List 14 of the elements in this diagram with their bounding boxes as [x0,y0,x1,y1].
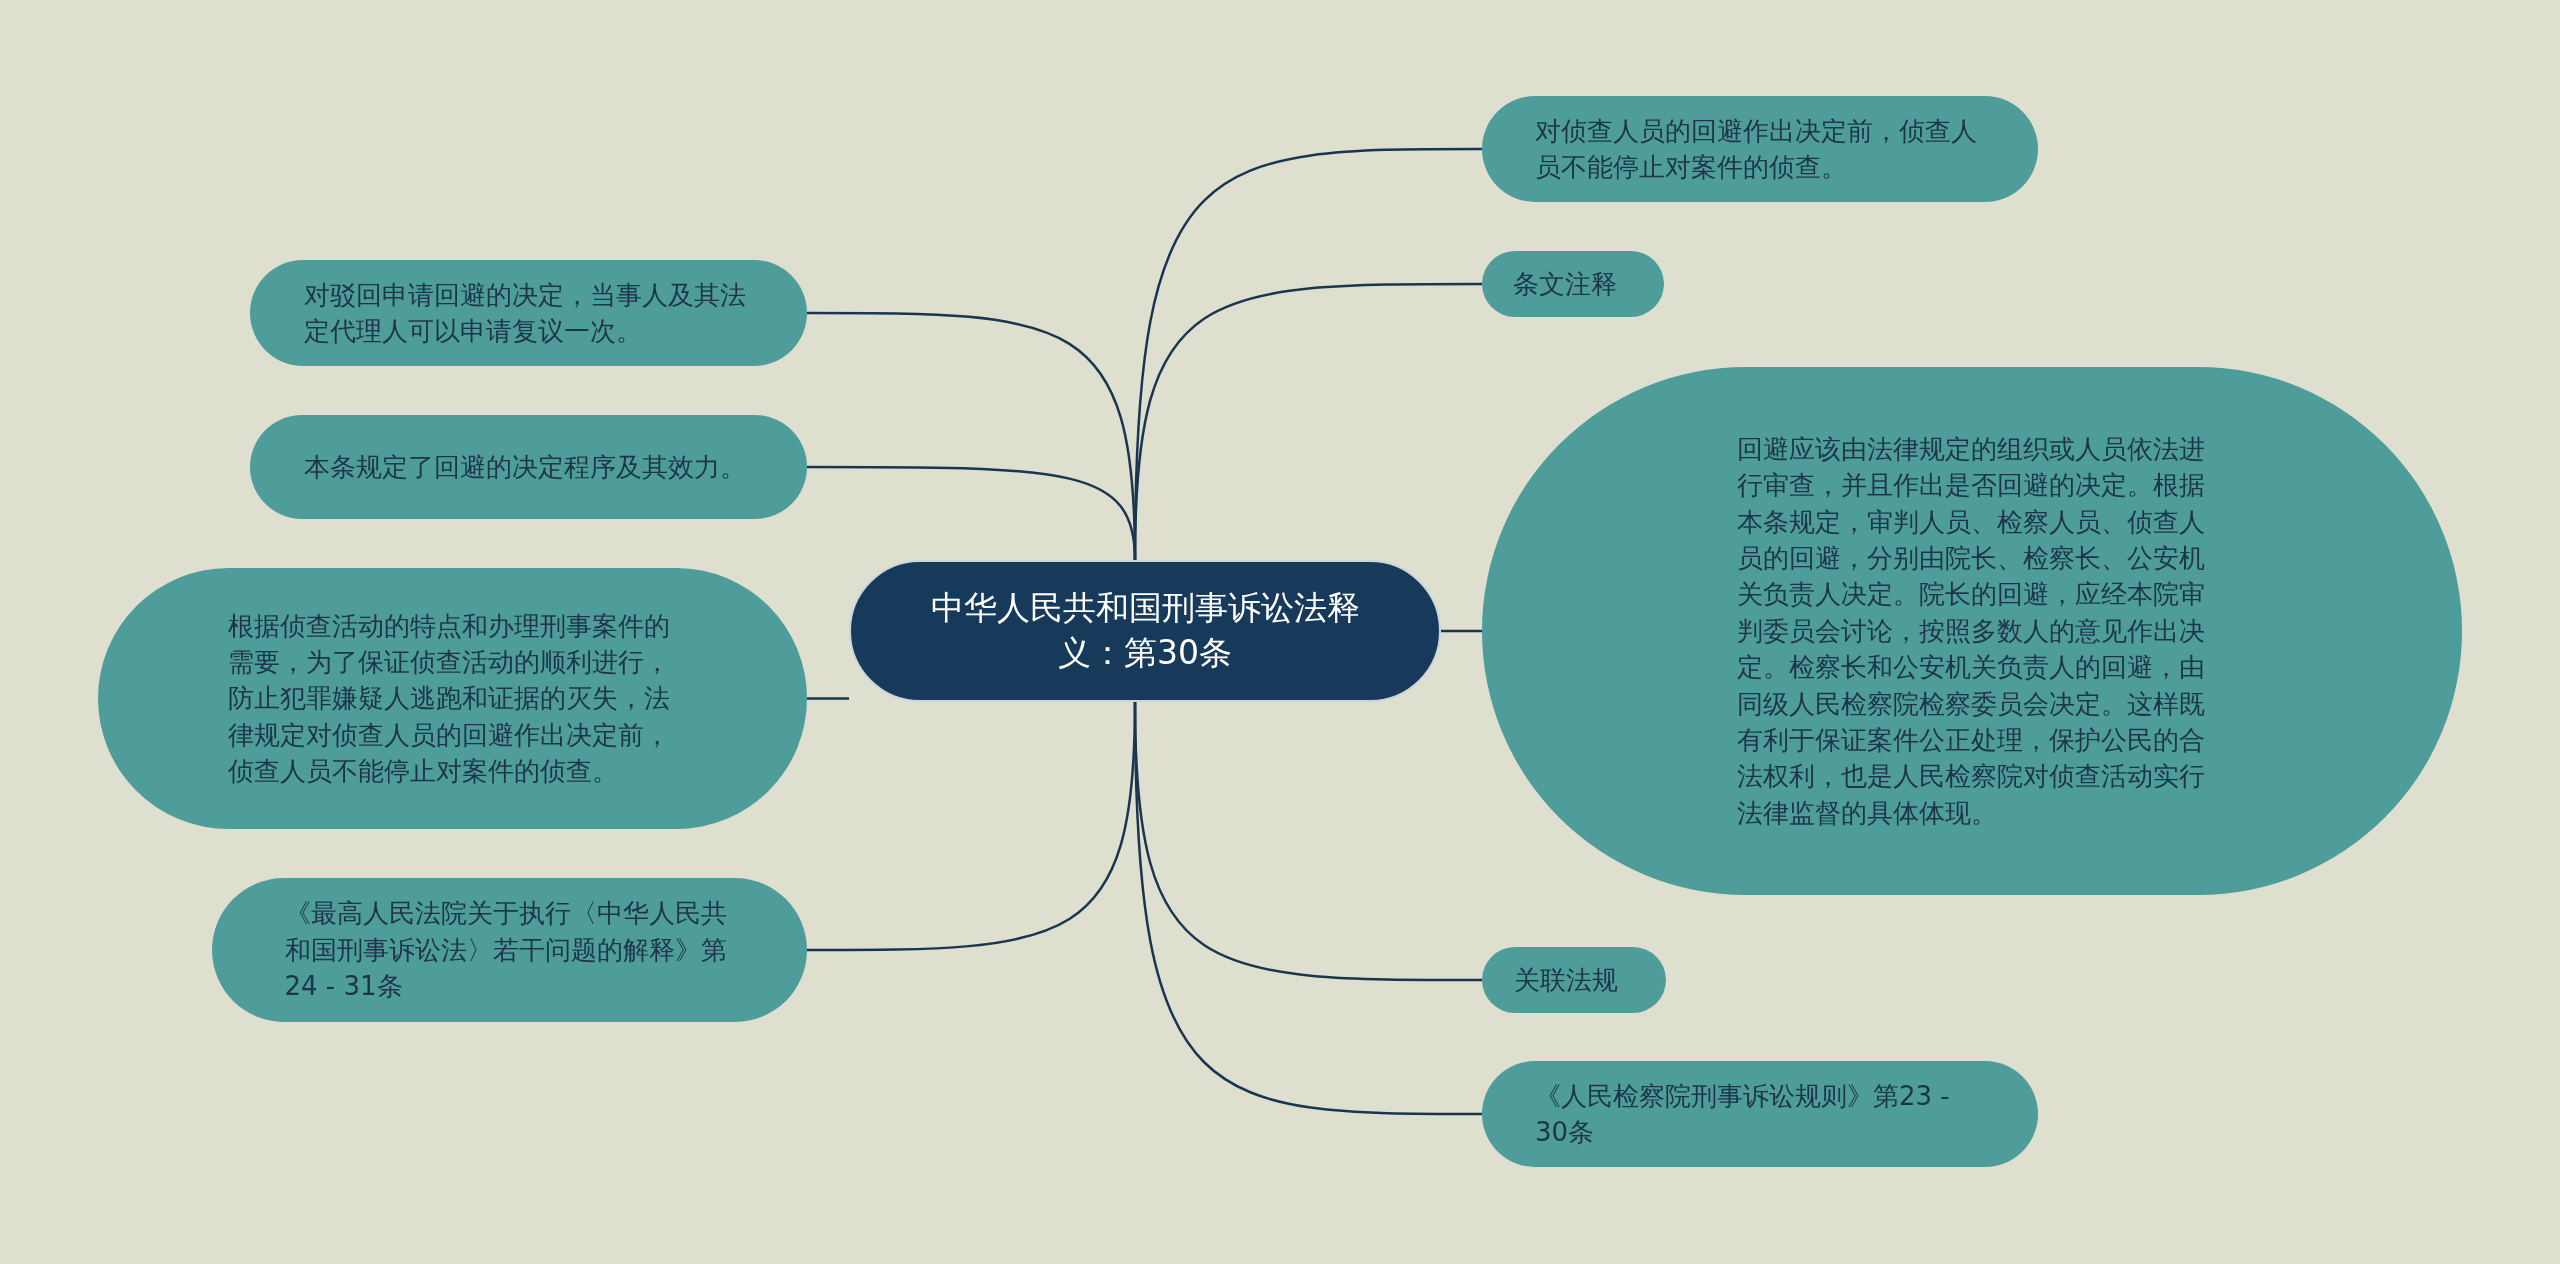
connector-line [807,701,1137,952]
topic-text: 对驳回申请回避的决定，当事人及其法定代理人可以申请复议一次。 [303,278,747,348]
topic-text: 根据侦查活动的特点和办理刑事案件的需要，为了保证侦查活动的顺利进行，防止犯罪嫌疑人逃跑和证据的灭失，法律规定对侦查人员的回避作出决定前，侦查人员不能停止对案件的侦查。 [227,609,671,789]
topic-text: 《人民检察院刑事诉讼规则》第23 - 30条 [1535,1079,1951,1149]
topic-text: 条文注释 [1513,267,1618,301]
connector-line [1441,629,1482,633]
topic-text: 《最高人民法院关于执行〈中华人民共和国刑事诉讼法〉若干问题的解释》第24 - 31条 [284,897,728,1004]
topic-text: 回避应该由法律规定的组织或人员依法进行审查，并且作出是否回避的决定。根据本条规定，审判人员、检察人员、侦查人员的回避，分别由院长、检察长、公安机关负责人决定。院长的回避，应经本院审判委员会讨论，按照多数人的意见作出决定。检察长和公安机关负责人的回避，由同级人民检察院检察委员会决定。这样既有利于保证案件公正处理，保护公民的合法权利，也是人民检察院对侦查活动实行法律监督的具体体现。 [1737,432,2206,830]
topic-text: 对侦查人员的回避作出决定前，侦查人员不能停止对案件的侦查。 [1535,114,1978,184]
connector-line [807,697,849,700]
topic-text: 中华人民共和国刑事诉讼法释义：第30条 [929,587,1361,674]
topic-text: 关联法规 [1514,963,1619,997]
topic-text: 本条规定了回避的决定程序及其效力。 [303,450,747,484]
connector-line [807,465,1137,561]
